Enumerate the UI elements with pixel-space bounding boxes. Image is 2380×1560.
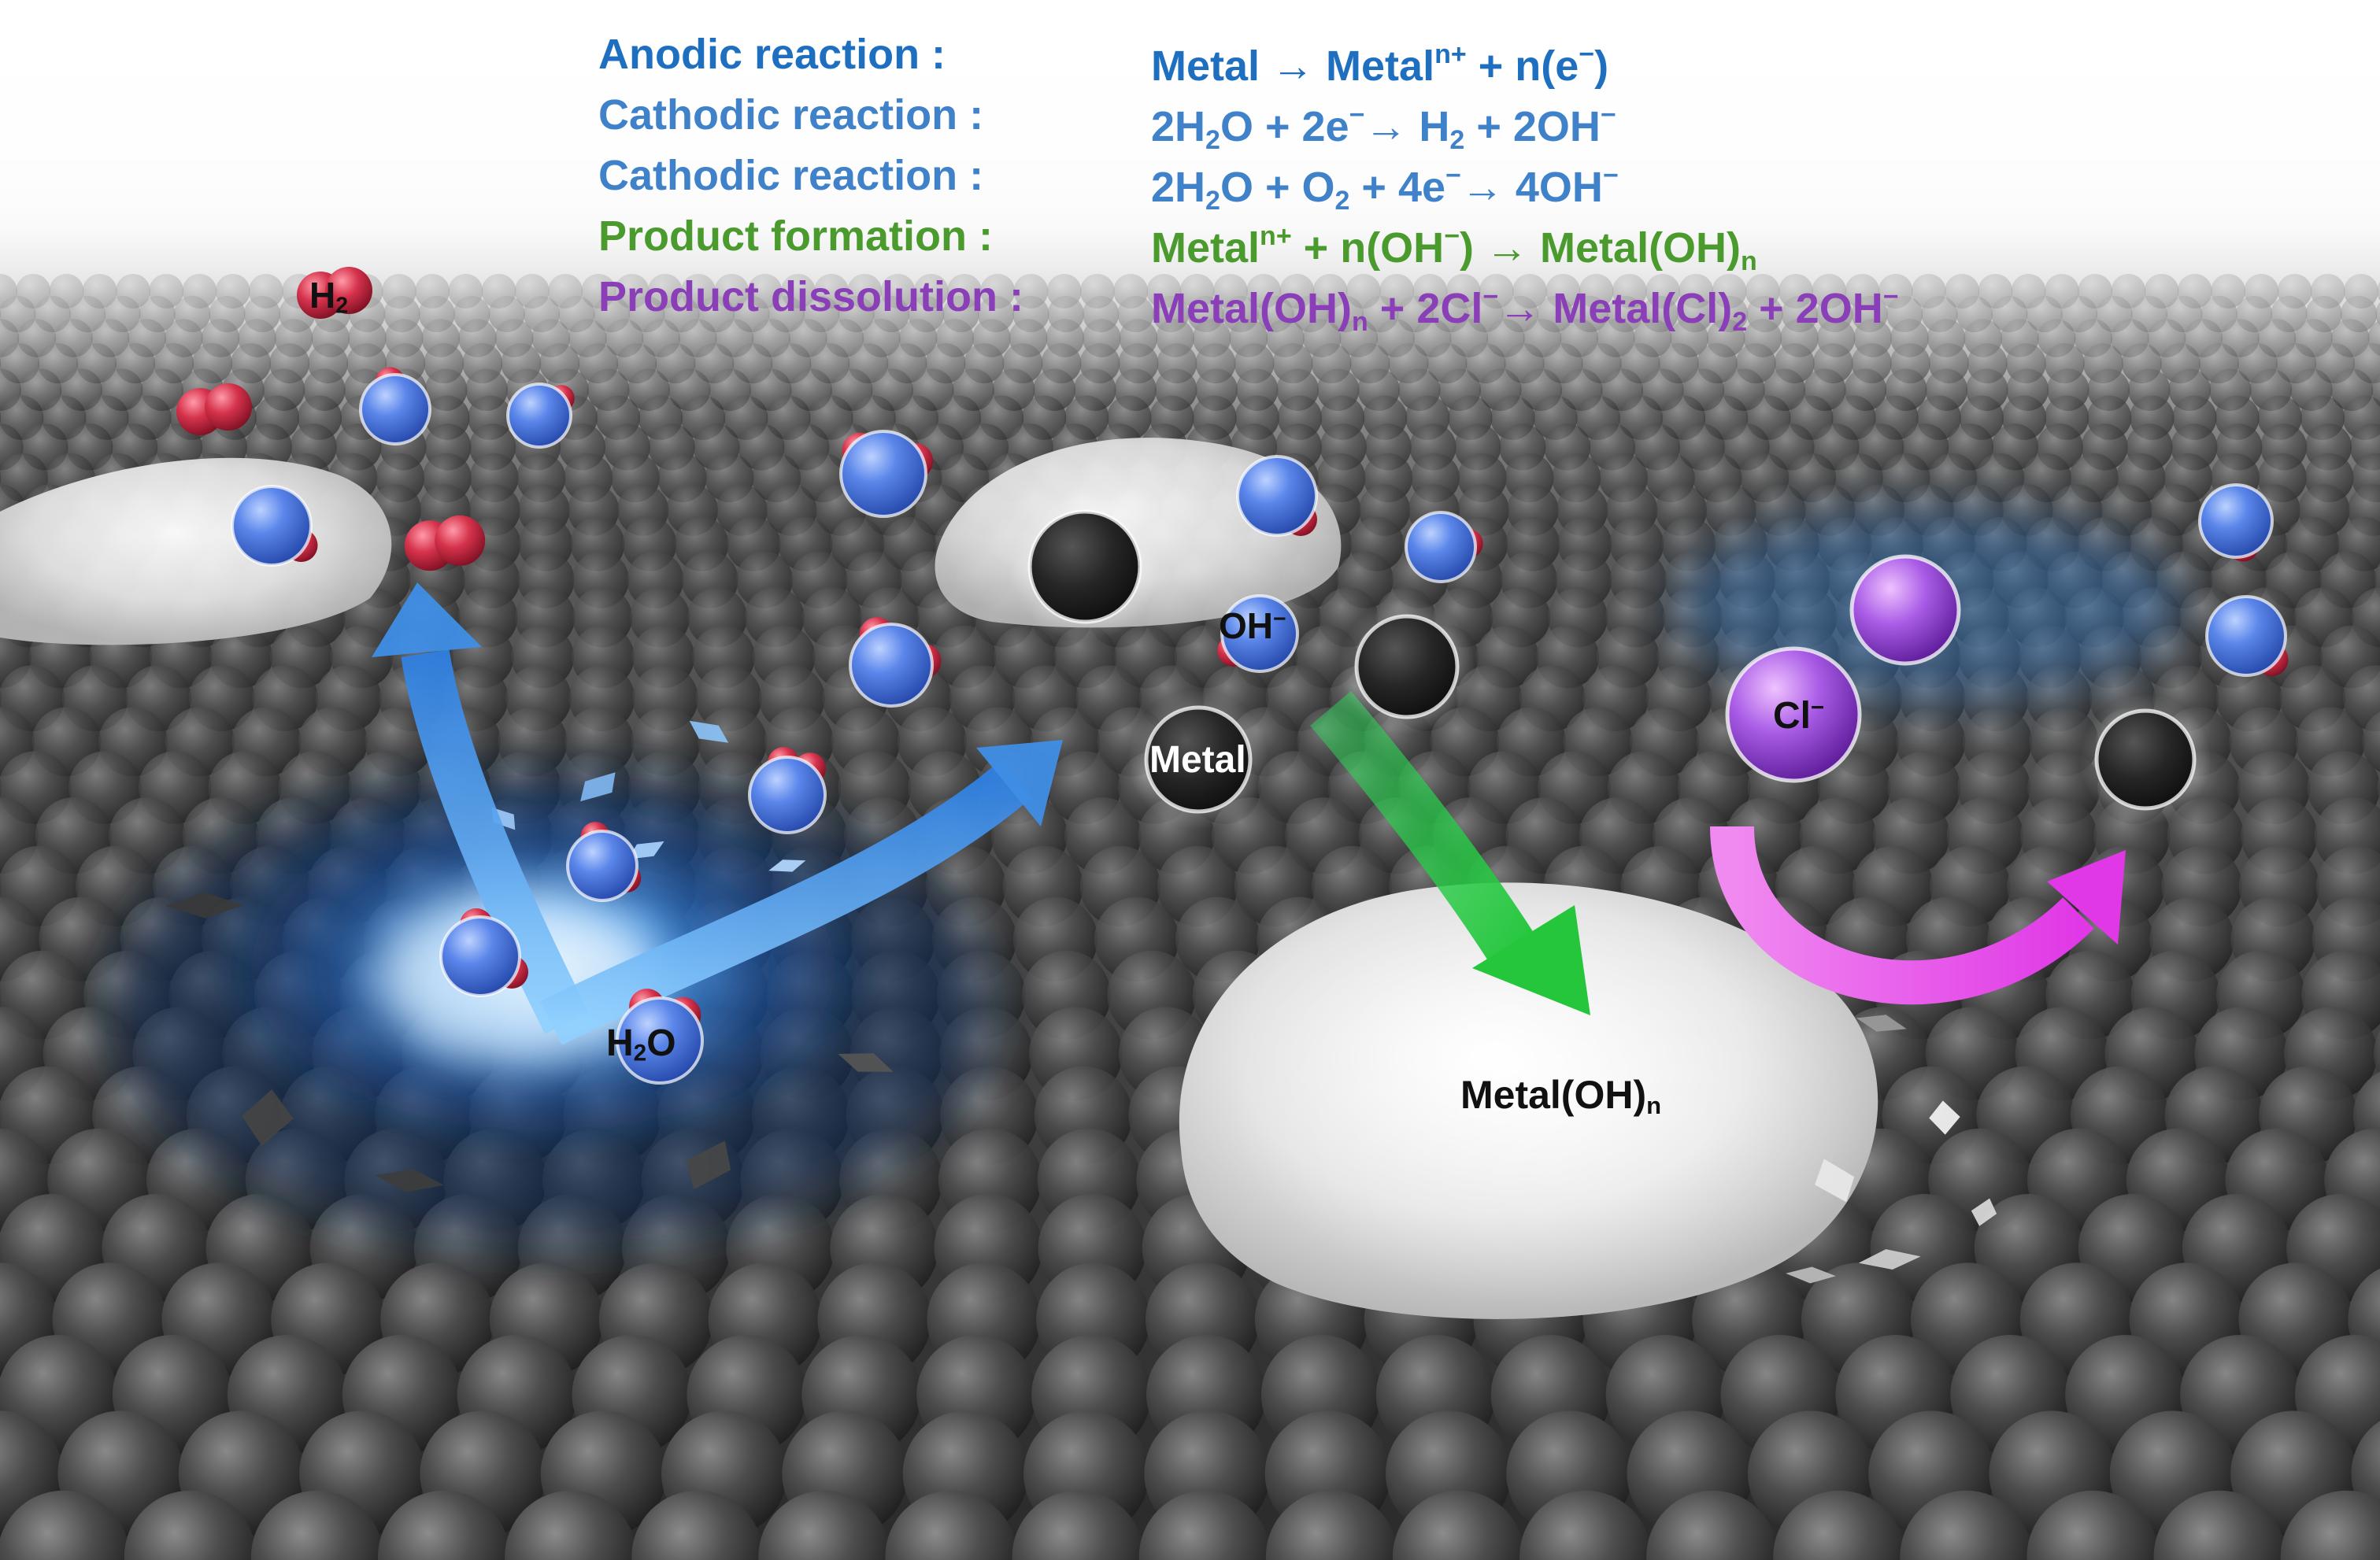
metal-ion — [1338, 598, 1475, 735]
hydroxide-ion — [2205, 595, 2289, 677]
product-formation-arrow — [1310, 691, 1590, 1015]
metal-hydroxide-label: Metal(OH)n — [1460, 1073, 1662, 1119]
equation-formula: 2H2O + O2 + 4e−→ 4OH− — [1151, 161, 1619, 216]
water-molecule — [359, 367, 431, 445]
hydrogen-molecule — [176, 383, 252, 435]
hydroxide-ion — [1405, 511, 1483, 583]
oxygen-atom — [839, 430, 927, 518]
metal-ion — [1010, 492, 1160, 641]
metal-ion — [2079, 693, 2212, 826]
equation-label: Cathodic reaction : — [598, 152, 984, 199]
hydrogen-atom — [325, 267, 372, 314]
equation-formula: Metal(OH)n + 2Cl−→ Metal(Cl)2 + 2OH− — [1151, 282, 1899, 337]
oxygen-atom — [231, 485, 313, 567]
hydrogen-atom — [435, 515, 486, 566]
hydroxide-ion — [1236, 455, 1318, 537]
oxygen-atom — [359, 373, 431, 445]
water-molecule — [849, 617, 942, 708]
oxygen-atom — [1405, 511, 1477, 583]
chloride-ion — [1849, 554, 1961, 666]
hydrogen-gas-label: H2 — [309, 275, 349, 319]
oxygen-atom — [2205, 595, 2287, 677]
oxygen-atom — [566, 830, 638, 902]
molecule-layer — [176, 267, 2289, 1085]
water-molecule — [566, 822, 642, 902]
water-molecule — [616, 989, 704, 1085]
hydrogen-molecule — [404, 515, 486, 571]
hydrogen-atom — [205, 383, 252, 431]
equation-label: Anodic reaction : — [598, 31, 946, 78]
equation-formula: 2H2O + 2e−→ H2 + 2OH− — [1151, 100, 1616, 155]
hydroxide-ion — [2198, 483, 2274, 562]
water-label: H2O — [606, 1022, 676, 1066]
chloride-ion — [1725, 646, 1862, 783]
oxygen-atom — [2198, 483, 2274, 559]
oxygen-atom — [439, 915, 521, 997]
hydroxide-ion — [1217, 594, 1299, 673]
hydroxide-ion-label: OH− — [1219, 605, 1286, 646]
metal-ion — [1127, 689, 1269, 830]
oxygen-atom — [748, 756, 827, 834]
water-molecule — [839, 430, 934, 518]
electrolyte-arrow-right — [540, 740, 1063, 1045]
product-dissolution-arrow — [1710, 826, 2126, 1005]
equation-formula: Metal → Metaln+ + n(e−) — [1151, 39, 1609, 90]
hydrogen-molecule — [297, 267, 372, 319]
water-molecule — [506, 383, 575, 449]
oxygen-atom — [506, 383, 572, 449]
electrolyte-arrow-left — [372, 582, 589, 1034]
background-haze — [0, 0, 2380, 409]
metal-ion-label: Metal — [1149, 739, 1246, 781]
equation-label: Cathodic reaction : — [598, 91, 984, 139]
water-molecule — [748, 747, 827, 834]
equation-label: Product formation : — [598, 213, 993, 260]
oxygen-atom — [849, 623, 934, 708]
oxygen-atom — [1236, 455, 1318, 537]
water-molecule — [439, 908, 528, 997]
water-molecule — [231, 485, 318, 567]
chloride-ion-label: Cl− — [1773, 694, 1825, 737]
equation-label: Product dissolution : — [598, 273, 1023, 320]
oxygen-atom — [1220, 594, 1299, 673]
oxygen-atom — [616, 996, 704, 1085]
equation-formula: Metaln+ + n(OH−) → Metal(OH)n — [1151, 221, 1757, 276]
hydroxide-deposit-right — [1179, 882, 1890, 1319]
